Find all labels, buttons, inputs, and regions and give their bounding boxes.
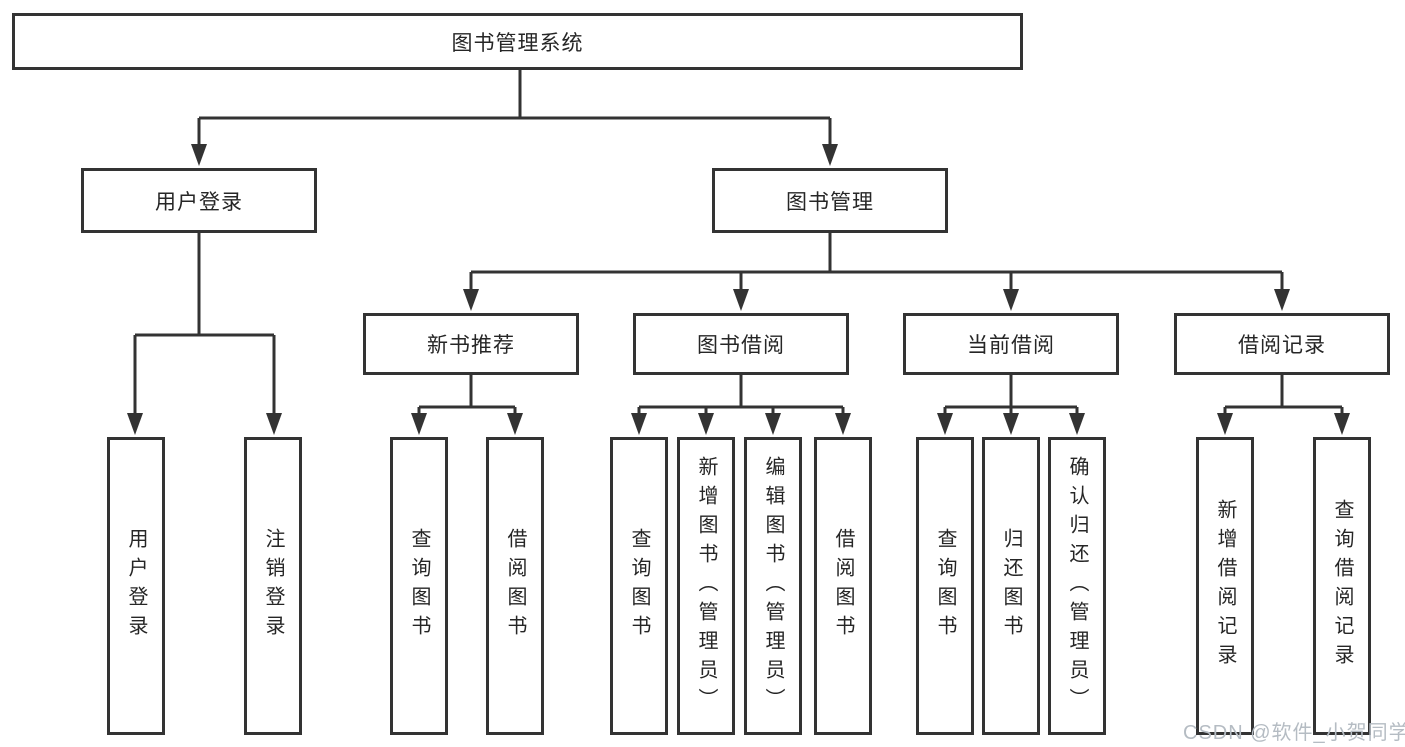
arrowheads [127,144,1350,435]
leaf-cb-query-books: 查询图书 [916,437,974,735]
watermark: CSDN @软件_小贺同学 [1183,722,1405,744]
leaf-br-add-record: 新增借阅记录 [1196,437,1254,735]
leaf-cb-return-books: 归还图书 [982,437,1040,735]
leaf-bb-borrow-books: 借阅图书 [814,437,872,735]
leaf-cb-return-books-label: 归还图书 [1000,528,1022,644]
leaf-logout-label: 注销登录 [262,528,284,644]
node-borrowing-records: 借阅记录 [1174,313,1390,375]
node-new-book-recommendation: 新书推荐 [363,313,579,375]
leaf-nb-query-books: 查询图书 [390,437,448,735]
leaf-cb-confirm-return-admin-label: 确认归还（管理员） [1066,455,1088,717]
leaf-cb-confirm-return-admin: 确认归还（管理员） [1048,437,1106,735]
leaf-cb-query-books-label: 查询图书 [934,528,956,644]
node-book-management: 图书管理 [712,168,948,233]
leaf-bb-edit-books-admin: 编辑图书（管理员） [744,437,802,735]
leaf-bb-borrow-books-label: 借阅图书 [832,528,854,644]
node-user-login: 用户登录 [81,168,317,233]
node-current-borrowing: 当前借阅 [903,313,1119,375]
leaf-nb-borrow-books-label: 借阅图书 [504,528,526,644]
leaf-bb-add-books-admin: 新增图书（管理员） [677,437,735,735]
leaf-logout: 注销登录 [244,437,302,735]
node-book-borrowing: 图书借阅 [633,313,849,375]
leaf-nb-borrow-books: 借阅图书 [486,437,544,735]
leaf-user-login-label: 用户登录 [125,528,147,644]
node-library-system: 图书管理系统 [12,13,1023,70]
leaf-br-add-record-label: 新增借阅记录 [1214,499,1236,673]
leaf-bb-query-books: 查询图书 [610,437,668,735]
leaf-bb-edit-books-admin-label: 编辑图书（管理员） [762,455,784,717]
leaf-nb-query-books-label: 查询图书 [408,528,430,644]
leaf-user-login: 用户登录 [107,437,165,735]
leaf-bb-query-books-label: 查询图书 [628,528,650,644]
leaf-br-query-record: 查询借阅记录 [1313,437,1371,735]
leaf-br-query-record-label: 查询借阅记录 [1331,499,1353,673]
leaf-bb-add-books-admin-label: 新增图书（管理员） [695,455,717,717]
